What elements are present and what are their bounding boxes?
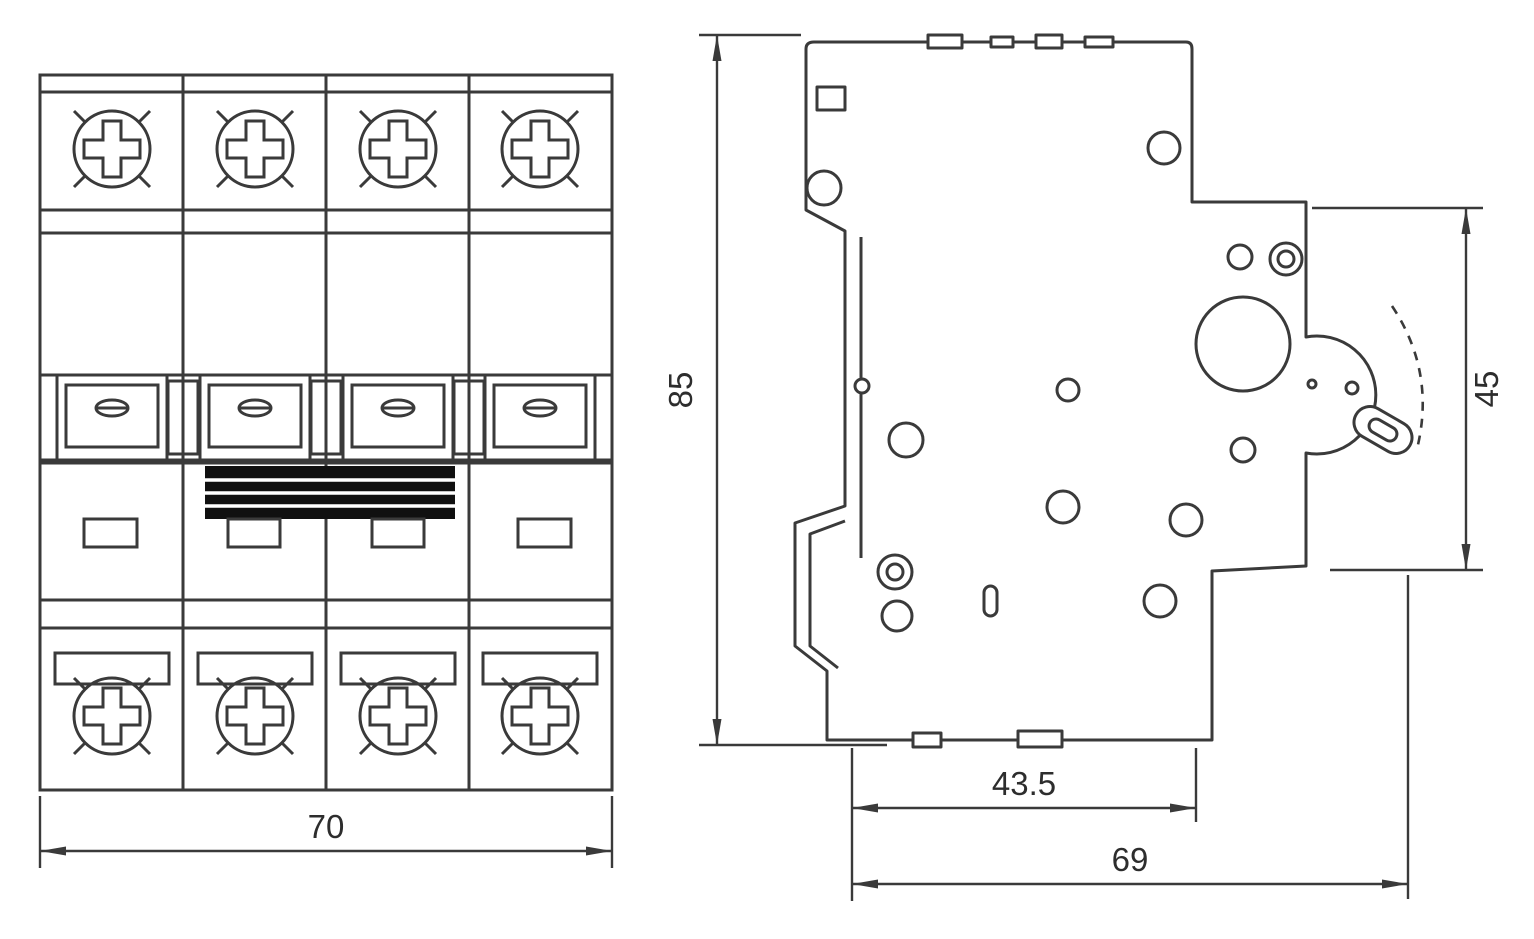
- dim-base-depth-label: 43.5: [992, 765, 1056, 802]
- latch-swing-arc: [1390, 305, 1425, 450]
- dimension-overall-depth: [852, 575, 1410, 899]
- terminal-clamps: [40, 373, 612, 462]
- front-view: [38, 73, 614, 792]
- terminal-screw: [72, 109, 152, 189]
- latch-handle: [1352, 405, 1414, 455]
- dimension-base-depth: [850, 748, 1198, 901]
- terminal-screw: [500, 676, 580, 756]
- front-window: [370, 517, 426, 549]
- side-slot: [982, 584, 999, 618]
- dimension-overall-height: [699, 33, 887, 747]
- terminal-screw: [358, 109, 438, 189]
- dimension-front-width: [38, 796, 614, 868]
- front-window: [516, 517, 573, 549]
- bottom-slot: [481, 651, 599, 686]
- terminal-screw: [358, 676, 438, 756]
- side-view: [793, 33, 1425, 749]
- terminal-screw: [72, 676, 152, 756]
- dim-front-face-height-label: 45: [1468, 371, 1505, 408]
- terminal-screw: [215, 676, 295, 756]
- dimension-front-face-height: [1312, 206, 1483, 572]
- front-window: [226, 517, 282, 549]
- terminal-screw: [500, 109, 580, 189]
- side-body-outline: [793, 40, 1378, 742]
- bottom-slot: [196, 651, 314, 686]
- front-window: [82, 517, 139, 549]
- dim-overall-height-label: 85: [662, 372, 699, 409]
- side-holes: [805, 130, 1360, 633]
- top-tabs: [926, 33, 1115, 50]
- side-window: [815, 85, 847, 112]
- dim-front-width-label: 70: [308, 808, 345, 845]
- bottom-tabs: [911, 729, 1064, 749]
- bottom-slot: [53, 651, 171, 686]
- terminal-screw: [215, 109, 295, 189]
- dim-overall-depth-label: 69: [1112, 841, 1149, 878]
- din-clip-detail: [808, 519, 846, 670]
- bottom-slot: [339, 651, 457, 686]
- toggle-handle: [205, 466, 455, 519]
